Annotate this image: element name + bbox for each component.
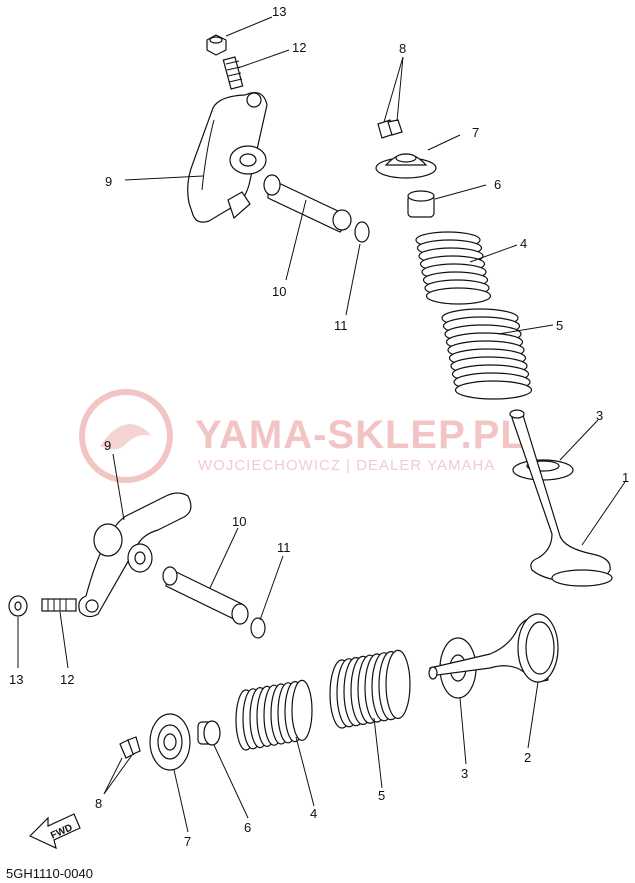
leader-lines-upper	[124, 16, 626, 546]
label-4-upper: 4	[520, 236, 527, 251]
part-9-rocker-arm-lower	[78, 492, 192, 618]
label-11-upper: 11	[334, 318, 348, 333]
watermark-subtitle: WOJCIECHOWICZ | DEALER YAMAHA	[198, 457, 495, 474]
label-10-upper: 10	[272, 284, 286, 299]
part-3-spring-seat-upper	[512, 459, 574, 481]
part-13-nut-upper	[206, 34, 227, 56]
label-8-lower: 8	[95, 796, 102, 811]
watermark-title: YAMA-SKLEP.PL	[195, 413, 526, 457]
label-13-lower: 13	[9, 672, 23, 687]
label-9-lower: 9	[104, 438, 111, 453]
part-12-adjusting-screw-lower	[41, 598, 77, 612]
label-7-upper: 7	[472, 125, 479, 140]
part-7-spring-retainer-upper	[375, 153, 437, 179]
label-9-upper: 9	[105, 174, 112, 189]
part-10-rocker-shaft-lower	[162, 566, 249, 625]
label-6-lower: 6	[244, 820, 251, 835]
label-8-upper: 8	[399, 41, 406, 56]
part-10-rocker-shaft-upper	[263, 174, 352, 233]
part-5-inner-valve-spring-lower	[329, 649, 411, 729]
part-6-valve-stem-seal-lower	[197, 720, 221, 746]
part-8-valve-cotters-lower	[119, 736, 141, 759]
part-9-rocker-arm-upper	[187, 92, 268, 223]
diagram-code: 5GH1110-0040	[6, 866, 93, 881]
label-7-lower: 7	[184, 834, 191, 849]
label-12-upper: 12	[292, 40, 306, 55]
watermark-logo-icon	[79, 389, 173, 483]
label-1-upper: 1	[622, 470, 629, 485]
part-2-valve-lower	[428, 613, 559, 683]
part-8-valve-cotters-upper	[377, 119, 403, 139]
label-11-lower: 11	[277, 540, 291, 555]
label-10-lower: 10	[232, 514, 246, 529]
part-13-nut-lower	[8, 595, 28, 617]
part-5-inner-valve-spring-upper	[441, 308, 533, 400]
fwd-arrow-icon: FWD	[28, 813, 81, 850]
label-4-lower: 4	[310, 806, 317, 821]
part-7-spring-retainer-lower	[149, 713, 191, 771]
label-5-upper: 5	[556, 318, 563, 333]
label-6-upper: 6	[494, 177, 501, 192]
part-11-o-ring-lower	[250, 617, 266, 639]
label-3-upper: 3	[596, 408, 603, 423]
label-12-lower: 12	[60, 672, 74, 687]
leader-lines-lower	[17, 453, 539, 833]
watermark: YAMA-SKLEP.PL WOJCIECHOWICZ | DEALER YAM…	[79, 389, 526, 483]
label-2-lower: 2	[524, 750, 531, 765]
part-11-o-ring-upper	[354, 221, 370, 243]
part-1-valve-upper	[509, 409, 613, 587]
part-12-adjusting-screw-upper	[222, 56, 244, 90]
label-13-upper: 13	[272, 4, 286, 19]
part-6-valve-stem-seal-upper	[407, 190, 435, 218]
label-5-lower: 5	[378, 788, 385, 803]
label-3-lower: 3	[461, 766, 468, 781]
part-4-outer-valve-spring-upper	[415, 231, 492, 305]
part-4-outer-valve-spring-lower	[235, 679, 313, 751]
